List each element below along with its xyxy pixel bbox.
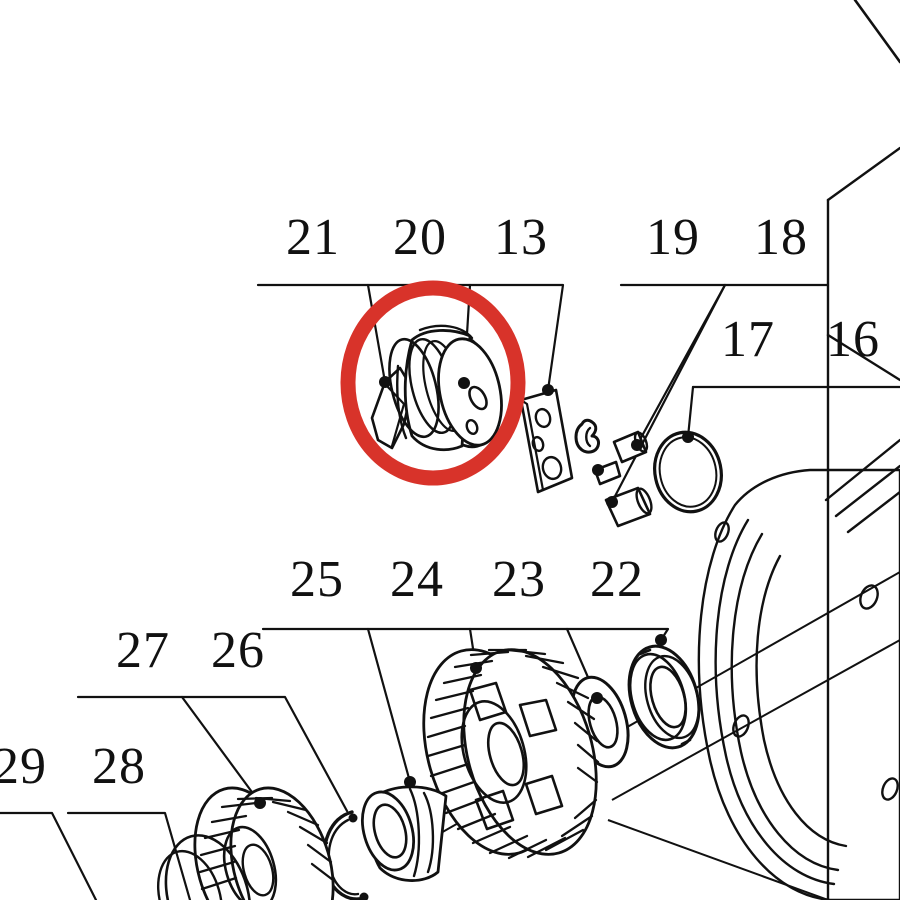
leader-19 — [619, 283, 727, 447]
part-17-snap-ring — [653, 430, 723, 514]
leader-28 — [66, 811, 192, 900]
frame-lines — [826, 0, 900, 900]
callout-24[interactable]: 24 — [390, 551, 444, 608]
callout-26[interactable]: 26 — [211, 622, 265, 679]
dot-21 — [379, 376, 391, 388]
callout-21[interactable]: 21 — [286, 209, 340, 266]
callout-22[interactable]: 22 — [590, 551, 644, 608]
leader-13 — [468, 283, 565, 392]
dot-18b — [592, 464, 604, 476]
dot-25 — [404, 776, 416, 788]
dot-19 — [631, 439, 643, 451]
leader-17-drop — [686, 385, 695, 439]
callout-18[interactable]: 18 — [754, 209, 808, 266]
callout-28[interactable]: 28 — [92, 738, 146, 795]
dot-17 — [682, 431, 694, 443]
part-24-helical-gear-large — [422, 648, 600, 860]
leader-29 — [0, 811, 98, 900]
leader-lines-top — [256, 283, 900, 504]
callout-19[interactable]: 19 — [646, 209, 700, 266]
callout-23[interactable]: 23 — [492, 551, 546, 608]
dot-27 — [254, 797, 266, 809]
callout-29[interactable]: 29 — [0, 738, 47, 795]
part-28-29-lower-gears — [157, 834, 252, 900]
part-16-gear-housing — [697, 438, 900, 900]
part-13-mounting-plate — [519, 388, 574, 494]
callout-13[interactable]: 13 — [494, 209, 548, 266]
callout-number-labels: 21 20 13 19 18 17 16 25 24 23 22 27 26 2… — [0, 209, 880, 795]
part-22-bearing-race — [627, 644, 701, 750]
callout-16[interactable]: 16 — [826, 311, 880, 368]
dot-24 — [470, 662, 482, 674]
leader-26 — [180, 695, 349, 813]
leader-22 — [565, 627, 670, 642]
callout-25[interactable]: 25 — [290, 551, 344, 608]
part-20-stepped-hub — [388, 324, 503, 452]
leader-18-drop — [610, 283, 727, 504]
dot-23 — [591, 692, 603, 704]
dot-18 — [606, 496, 618, 508]
leader-25 — [261, 627, 412, 784]
part-25-bearing-sleeve — [361, 785, 448, 882]
callout-27[interactable]: 27 — [116, 622, 170, 679]
callout-20[interactable]: 20 — [393, 209, 447, 266]
part-19-retaining-clip — [574, 418, 600, 454]
part-27-helical-gear-small — [193, 786, 335, 900]
red-highlight-annotation — [340, 280, 526, 486]
dot-22 — [655, 634, 667, 646]
leader-endpoint-dots — [254, 376, 694, 809]
dot-13 — [542, 384, 554, 396]
callout-17[interactable]: 17 — [721, 311, 775, 368]
dot-20 — [458, 377, 470, 389]
